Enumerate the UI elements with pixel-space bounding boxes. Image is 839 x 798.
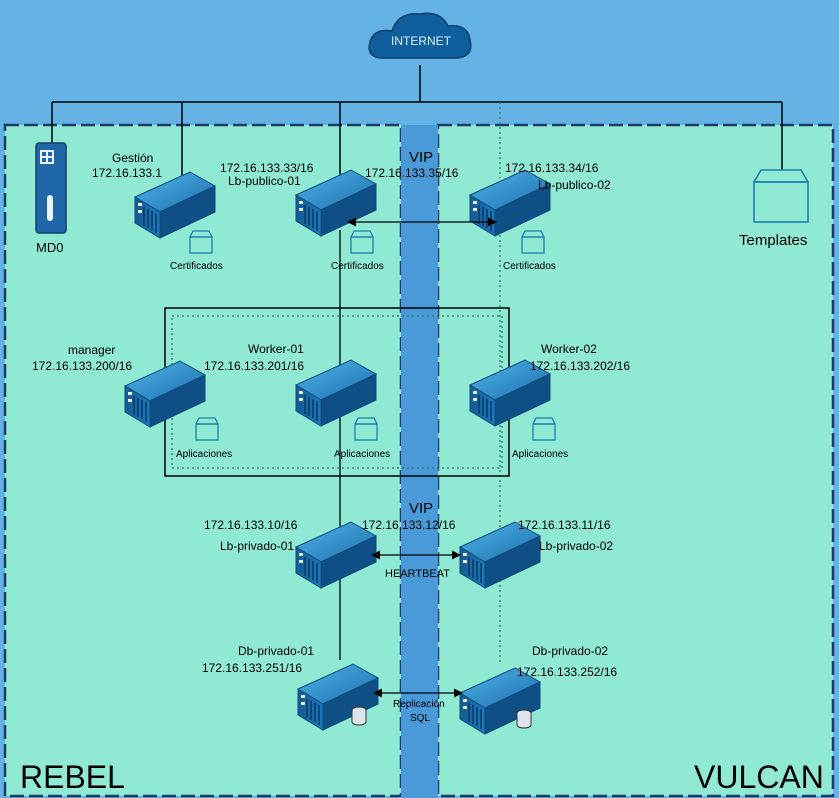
lb-publico-01-name: Lb-publico-01 <box>228 174 301 188</box>
mdo-device-icon <box>35 142 67 234</box>
internet-cloud-icon: INTERNET <box>368 12 472 59</box>
db-privado-01-database-icon <box>351 706 367 726</box>
site-vulcan-label: VULCAN <box>694 759 824 795</box>
lb-publico-02-ip: 172.16.133.34/16 <box>505 161 599 175</box>
manager-ip: 172.16.133.200/16 <box>32 359 132 373</box>
heartbeat-label: HEARTBEAT <box>385 568 450 580</box>
vip-bottom-label: VIP <box>409 500 433 517</box>
worker-02-ip: 172.16.133.202/16 <box>530 359 630 373</box>
lb-privado-01-name: Lb-privado-01 <box>220 539 294 553</box>
site-rebel-label: REBEL <box>20 759 125 795</box>
lb-publico-01-ip: 172.16.133.33/16 <box>220 161 314 175</box>
templates-label: Templates <box>739 232 807 249</box>
gestion-ip: 172.16.133.1 <box>92 166 162 180</box>
worker-01-name: Worker-01 <box>248 342 304 356</box>
internet-label: INTERNET <box>391 34 452 48</box>
worker-02-name: Worker-02 <box>541 342 597 356</box>
replication-label-line2: SQL <box>410 713 430 724</box>
db-privado-02-database-icon <box>516 709 532 729</box>
worker-01-ip: 172.16.133.201/16 <box>204 359 304 373</box>
lb-privado-02-ip: 172.16.133.11/16 <box>518 518 611 532</box>
worker-02-aplicaciones-label: Aplicaciones <box>512 449 568 460</box>
replication-label-line1: Replicación <box>393 699 445 710</box>
lb-privado-02-name: Lb-privado-02 <box>539 539 613 553</box>
lb-publico-01-certificados-label: Certificados <box>331 261 384 272</box>
vip-top-label: VIP <box>409 149 433 166</box>
templates-icon <box>753 169 809 223</box>
worker-01-aplicaciones-label: Aplicaciones <box>334 449 390 460</box>
vip-band <box>401 125 438 798</box>
db-privado-01-ip: 172.16.133.251/16 <box>202 661 302 675</box>
lb-publico-02-certificados-label: Certificados <box>503 261 556 272</box>
db-privado-02-ip: 172.16.133.252/16 <box>517 665 617 679</box>
gestion-name: Gestión <box>112 151 153 165</box>
db-privado-02-name: Db-privado-02 <box>532 644 608 658</box>
gestion-certificados-label: Certificados <box>170 261 223 272</box>
lb-publico-02-name: Lb-publico-02 <box>538 178 611 192</box>
mdo-label: MD0 <box>36 240 63 255</box>
vip-privado-ip: 172.16.133.12/16 <box>362 518 456 532</box>
lb-privado-01-ip: 172.16.133.10/16 <box>204 518 298 532</box>
manager-name: manager <box>68 343 115 357</box>
db-privado-01-name: Db-privado-01 <box>238 644 314 658</box>
vip-publico-ip: 172.16.133.35/16 <box>365 166 459 180</box>
manager-aplicaciones-label: Aplicaciones <box>176 449 232 460</box>
